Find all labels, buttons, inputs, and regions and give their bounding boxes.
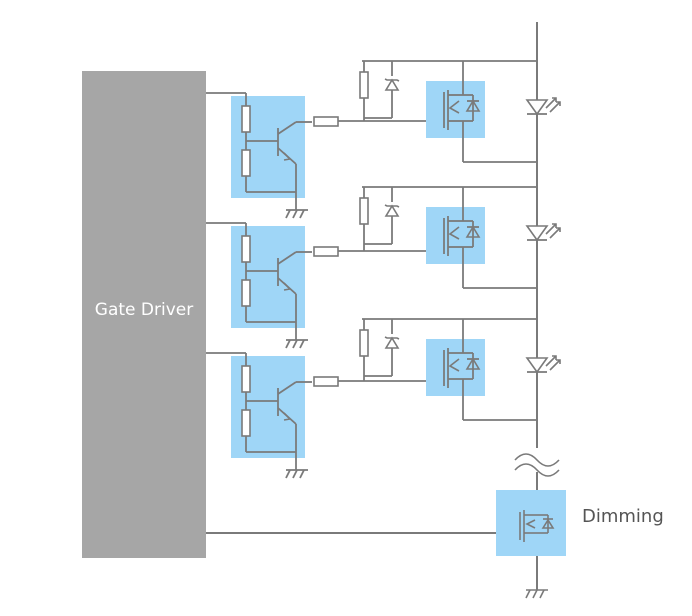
led-ray <box>545 97 557 109</box>
mosfet-highlight <box>426 339 485 396</box>
collector-line <box>277 381 297 395</box>
led-icon <box>525 97 561 116</box>
zener-body <box>384 204 400 217</box>
zener-bar <box>384 336 400 340</box>
ground-icon <box>525 589 548 599</box>
led-ray <box>545 223 557 235</box>
mosfet-icon <box>443 187 481 256</box>
ground-icon <box>285 339 308 349</box>
ground-hatch <box>292 469 298 479</box>
dimming-mosfet <box>496 490 566 556</box>
zener-icon <box>384 204 400 217</box>
led-body <box>525 357 549 374</box>
gate-driver-label: Gate Driver <box>94 300 194 320</box>
npn-transistor-icon <box>277 251 312 340</box>
gate-driver-block <box>82 71 206 558</box>
emitter-arrow <box>283 282 292 291</box>
source-arrow <box>448 226 460 240</box>
ground-icon <box>285 209 308 219</box>
led-icon <box>525 223 561 242</box>
led-ray <box>545 355 557 367</box>
collector-line <box>277 121 297 135</box>
resistor-icon <box>241 409 251 437</box>
source-arrow <box>448 100 460 114</box>
ground-hatch <box>299 469 305 479</box>
zener-bar <box>384 204 400 208</box>
ground-icon <box>285 469 308 479</box>
resistor-icon <box>359 71 369 99</box>
led-body <box>525 99 549 116</box>
zener-bar <box>384 78 400 82</box>
body-diode <box>465 225 481 238</box>
resistor-icon <box>313 376 339 387</box>
collector-line <box>277 251 297 265</box>
ground-hatch <box>285 469 291 479</box>
led-icon <box>525 355 561 374</box>
led-ray <box>549 101 561 113</box>
mosfet-highlight <box>426 207 485 264</box>
source-arrow <box>448 358 460 372</box>
resistor-icon <box>359 329 369 357</box>
resistor-icon <box>241 149 251 177</box>
npn-transistor-icon <box>277 381 312 470</box>
dimming-label: Dimming <box>582 506 664 527</box>
resistor-icon <box>359 197 369 225</box>
ground-hatch <box>285 209 291 219</box>
mosfet-highlight <box>426 81 485 138</box>
resistor-icon <box>313 246 339 257</box>
body-diode <box>465 99 481 112</box>
mosfet-icon <box>443 319 481 388</box>
ground-hatch <box>299 339 305 349</box>
break-icon <box>514 453 560 477</box>
mosfet-icon <box>443 61 481 130</box>
ground-hatch <box>299 209 305 219</box>
body-diode <box>465 357 481 370</box>
led-ray <box>549 359 561 371</box>
zener-body <box>384 78 400 91</box>
led-ray <box>549 227 561 239</box>
zener-icon <box>384 78 400 91</box>
zener-body <box>384 336 400 349</box>
resistor-icon <box>313 116 339 127</box>
ground-hatch <box>285 339 291 349</box>
resistor-icon <box>241 235 251 263</box>
npn-transistor-icon <box>277 121 312 210</box>
dimming-highlight <box>496 490 566 556</box>
led-body <box>525 225 549 242</box>
resistor-icon <box>241 365 251 393</box>
resistor-icon <box>241 105 251 133</box>
driver-stage-3 <box>206 318 561 479</box>
driver-stage-2 <box>206 186 561 349</box>
zener-icon <box>384 336 400 349</box>
emitter-arrow <box>283 412 292 421</box>
ground-hatch <box>292 339 298 349</box>
emitter-arrow <box>283 152 292 161</box>
ground-hatch <box>292 209 298 219</box>
resistor-icon <box>241 279 251 307</box>
driver-stage-1 <box>206 60 561 219</box>
mosfet-icon <box>519 510 555 542</box>
